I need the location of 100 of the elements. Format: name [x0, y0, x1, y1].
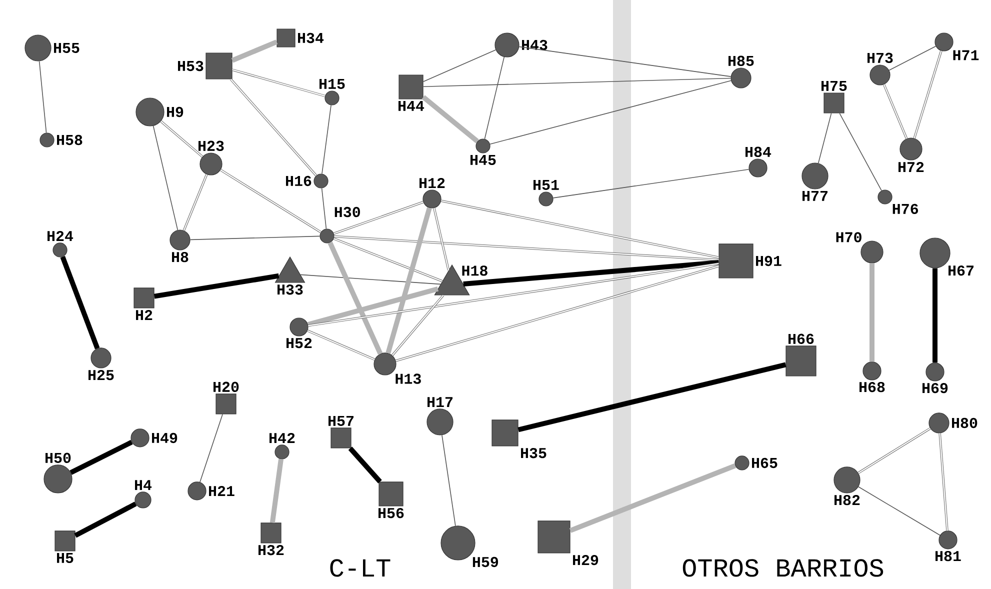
- node-label: H91: [756, 256, 782, 266]
- link-line: [160, 120, 204, 158]
- link-line: [307, 286, 439, 327]
- node-label: H70: [836, 232, 862, 242]
- node-label: H52: [286, 338, 312, 348]
- link-line: [490, 80, 732, 145]
- link-line: [569, 463, 736, 533]
- link-line: [422, 50, 496, 82]
- link-line: [888, 46, 936, 71]
- node-label: H71: [953, 50, 979, 60]
- node-label: H57: [328, 416, 354, 426]
- region-label: C-LT: [330, 559, 390, 577]
- node-label: H5: [57, 552, 74, 563]
- node-label: H17: [428, 397, 452, 407]
- node-label: H81: [936, 550, 961, 562]
- link-line: [552, 168, 750, 198]
- link-line: [270, 458, 284, 524]
- link-line: [328, 242, 383, 355]
- node-label: H24: [48, 230, 74, 241]
- node-label: H69: [922, 382, 948, 394]
- node-label: H58: [57, 134, 82, 146]
- link-line: [518, 46, 732, 77]
- node-label: H12: [420, 178, 445, 188]
- node-label: H43: [522, 40, 548, 50]
- link-line: [913, 50, 942, 139]
- link-line: [882, 84, 908, 139]
- node-label: H68: [860, 382, 885, 392]
- link-line: [322, 104, 332, 174]
- node-label: H9: [167, 106, 184, 118]
- link-line: [333, 238, 443, 282]
- node-label: H77: [802, 191, 828, 201]
- node-label: H80: [952, 418, 978, 428]
- node-label: H56: [378, 508, 404, 518]
- node-label: H18: [462, 266, 488, 276]
- node-label: H21: [209, 486, 234, 496]
- link-line: [60, 256, 100, 350]
- link-line: [422, 78, 732, 88]
- link-line: [463, 260, 719, 287]
- link-line: [231, 40, 278, 63]
- link-line: [484, 56, 505, 140]
- node-label: H42: [270, 432, 295, 443]
- link-line: [440, 200, 719, 259]
- link-line: [321, 188, 327, 230]
- node-label: H4: [135, 480, 152, 490]
- link-line: [220, 169, 322, 234]
- node-label: H8: [172, 252, 188, 262]
- link-line: [858, 427, 931, 474]
- link-line: [200, 414, 223, 483]
- link-line: [334, 201, 424, 235]
- node-label: H59: [472, 556, 498, 568]
- node-label: H50: [46, 452, 71, 463]
- node-label: H32: [258, 544, 284, 556]
- node-label: H65: [752, 458, 778, 468]
- link-line: [518, 362, 786, 432]
- link-line: [858, 486, 940, 536]
- link-line: [232, 68, 326, 98]
- link-line: [391, 294, 444, 356]
- node-label: H73: [868, 52, 893, 63]
- node-label: H25: [88, 370, 114, 380]
- link-line: [396, 264, 720, 362]
- node-label: H16: [286, 176, 312, 186]
- node-label: H13: [396, 374, 421, 384]
- node-label: H23: [198, 140, 224, 151]
- link-line: [442, 434, 456, 526]
- link-line: [422, 95, 479, 144]
- node-label: H30: [334, 206, 360, 218]
- node-label: H66: [788, 334, 814, 344]
- node-label: H53: [178, 60, 204, 72]
- node-label: H29: [573, 554, 598, 566]
- link-line: [38, 60, 47, 134]
- node-label: H82: [834, 494, 860, 506]
- link-line: [433, 208, 450, 271]
- node-label: H55: [54, 42, 80, 53]
- link-line: [938, 433, 948, 531]
- link-line: [230, 78, 317, 176]
- link-line: [190, 236, 320, 240]
- link-line: [839, 112, 882, 191]
- node-label: H33: [278, 284, 303, 295]
- link-line: [386, 207, 432, 354]
- link-line: [932, 268, 938, 363]
- node-label: H84: [746, 146, 772, 157]
- node-label: H49: [152, 432, 178, 444]
- link-line: [870, 263, 874, 362]
- link-line: [308, 262, 719, 327]
- link-line: [348, 446, 382, 484]
- link-line: [300, 274, 441, 285]
- node-label: H85: [728, 56, 754, 66]
- link-line: [154, 273, 280, 299]
- node-label: H34: [298, 32, 324, 44]
- link-line: [152, 126, 178, 230]
- node-label: H2: [136, 310, 152, 320]
- link-line: [74, 502, 137, 538]
- link-line: [334, 235, 719, 262]
- node-label: H35: [521, 448, 546, 458]
- node-label: H20: [214, 382, 239, 392]
- link-line: [307, 330, 376, 361]
- link-line: [70, 440, 133, 475]
- node-label: H72: [898, 162, 924, 172]
- node-label: H51: [534, 180, 559, 190]
- node-label: H67: [948, 266, 974, 276]
